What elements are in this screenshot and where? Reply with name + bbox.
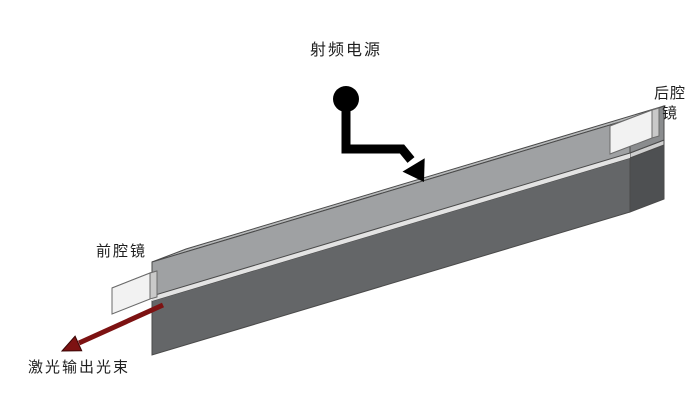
label-rf-power: 射频电源 <box>310 42 383 59</box>
label-output-beam: 激光输出光束 <box>28 359 131 376</box>
output-beam-arrowhead-icon <box>60 335 83 352</box>
label-front-mirror: 前腔镜 <box>96 243 148 260</box>
rf-connector-arrowhead-icon <box>402 158 425 182</box>
slab-bottom-front-face <box>151 157 631 356</box>
label-rear-mirror-line2: 镜 <box>661 105 678 123</box>
rf-connector-lead <box>341 105 415 163</box>
label-rear-mirror: 后腔镜 <box>648 84 692 125</box>
rear-mirror-face <box>609 109 653 155</box>
label-rear-mirror-line1: 后腔 <box>653 85 686 102</box>
output-beam-shaft <box>77 302 165 346</box>
front-mirror-side-face <box>149 270 158 300</box>
front-mirror-face <box>111 272 151 315</box>
rf-connector-node <box>333 86 359 112</box>
slab-gap <box>152 153 630 301</box>
